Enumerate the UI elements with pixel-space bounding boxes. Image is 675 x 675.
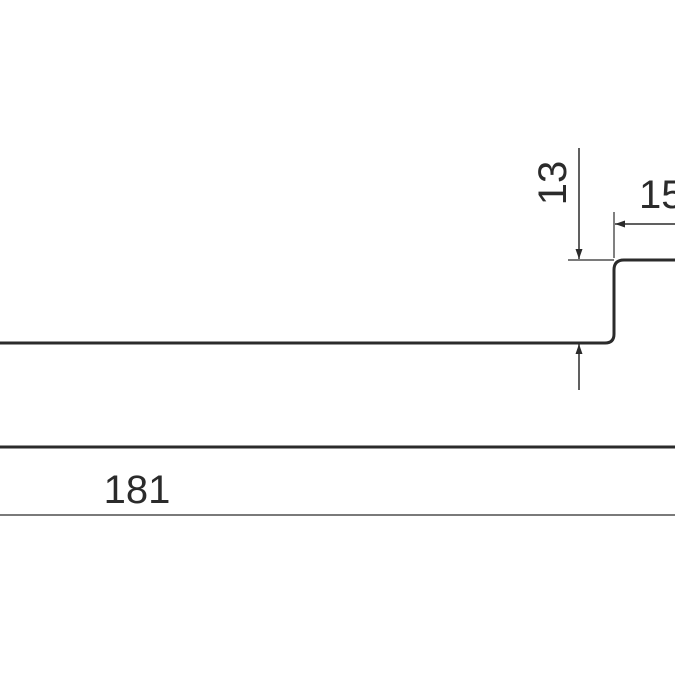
profile-outline: [0, 258, 675, 345]
step-width-label: 15: [639, 173, 675, 217]
overall-length-label: 181: [104, 468, 171, 512]
step-height-label: 13: [531, 161, 575, 206]
